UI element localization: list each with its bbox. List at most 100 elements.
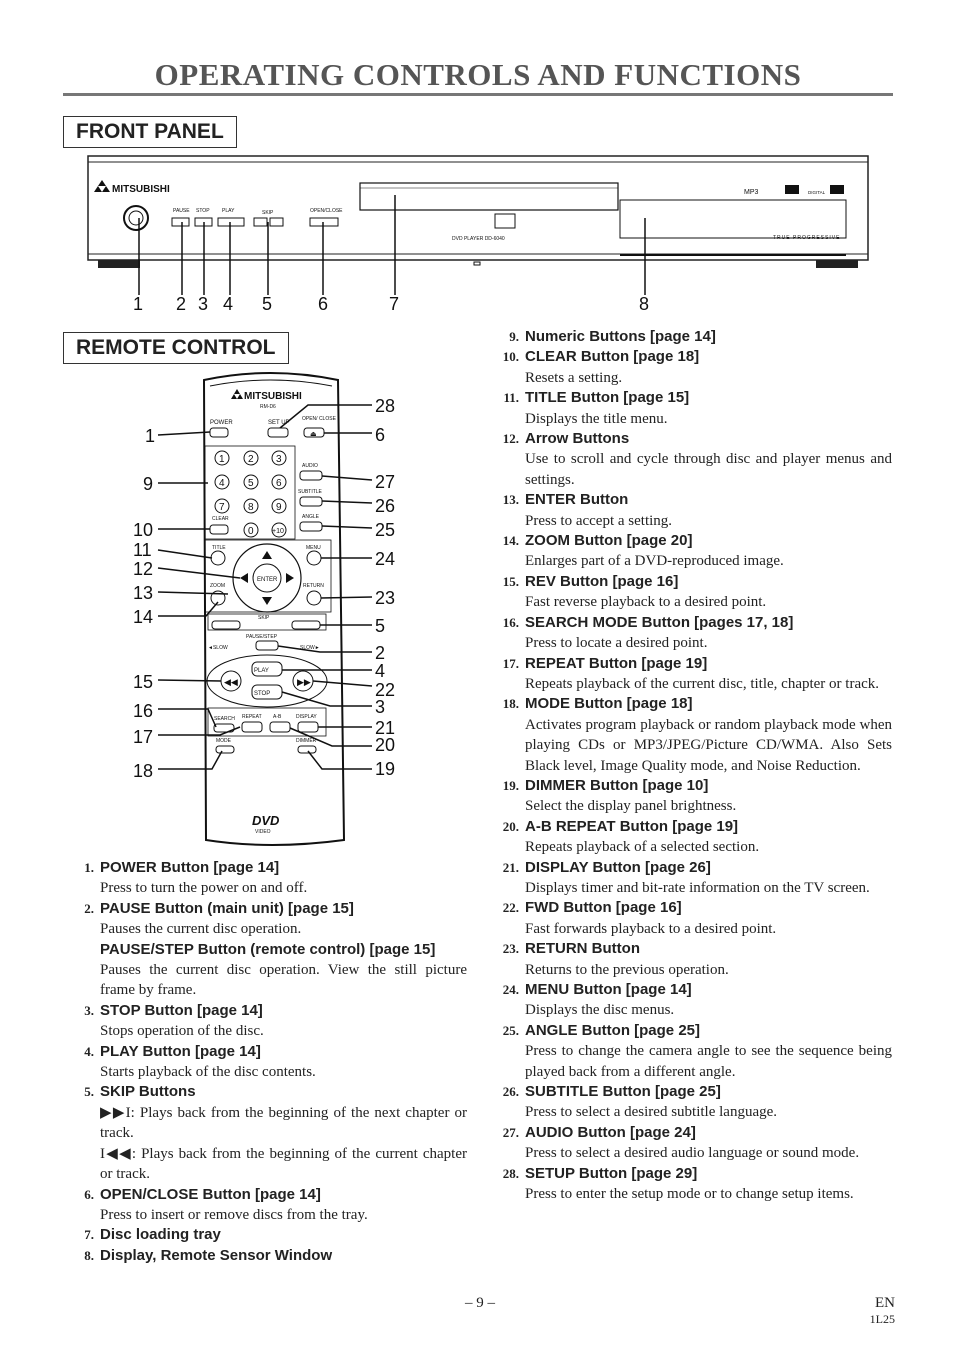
- remote-angle-button[interactable]: [299, 521, 323, 532]
- item-label: POWER Button [page 14]: [100, 859, 280, 876]
- digit-9: 9: [276, 502, 282, 513]
- plus10-button[interactable]: [271, 522, 287, 538]
- remote-dimmer-button[interactable]: [297, 745, 317, 754]
- item-number: 23.: [502, 941, 519, 957]
- remote-clear-button[interactable]: [209, 524, 229, 535]
- item-label: Disc loading tray: [100, 1226, 221, 1244]
- remote-search-button[interactable]: [213, 723, 235, 733]
- digit-2-button[interactable]: [243, 450, 259, 466]
- digit-9-button[interactable]: [271, 498, 287, 514]
- front-play-button[interactable]: [217, 217, 245, 227]
- slow-right-label: SLOW►: [300, 645, 320, 651]
- digit-6-button[interactable]: [271, 474, 287, 490]
- openclose-label: OPEN/ CLOSE: [302, 416, 337, 422]
- digit-7-button[interactable]: [214, 498, 230, 514]
- rc-callout-23: 23: [375, 588, 396, 608]
- page-number: – 9 –: [465, 1295, 495, 1311]
- remote-skip-next-button[interactable]: [291, 620, 321, 630]
- remote-display-button[interactable]: [297, 721, 319, 733]
- dolby-logo-icon: [830, 185, 844, 194]
- arrow-left-icon[interactable]: [240, 573, 248, 583]
- front-openclose-button[interactable]: [309, 217, 339, 227]
- rc-callout-26: 26: [375, 496, 396, 516]
- front-skip-back-button[interactable]: [253, 217, 268, 227]
- digit-4-button[interactable]: [214, 474, 230, 490]
- arrow-down-icon[interactable]: [262, 597, 272, 605]
- display-window: [619, 199, 847, 239]
- digit-8-button[interactable]: [243, 498, 259, 514]
- arrow-up-icon[interactable]: [262, 551, 272, 559]
- dvd-logo-icon: [494, 213, 516, 229]
- remote-subtitle-button[interactable]: [299, 496, 323, 507]
- front-skip-next-button[interactable]: [269, 217, 284, 227]
- digit-2: 2: [248, 454, 254, 465]
- remote-video-logo: VIDEO: [255, 829, 271, 835]
- remote-return-button[interactable]: [306, 590, 322, 606]
- digit-5-button[interactable]: [243, 474, 259, 490]
- item-number: 7.: [84, 1227, 94, 1243]
- front-pause-label: PAUSE: [173, 208, 190, 214]
- rc-callout-24: 24: [375, 549, 396, 569]
- remote-power-button[interactable]: [209, 427, 229, 438]
- item-number: 21.: [502, 859, 519, 875]
- item-number: 18.: [502, 696, 519, 712]
- item-number: 13.: [502, 492, 519, 508]
- digit-3-button[interactable]: [271, 450, 287, 466]
- slow-left-label: ◄SLOW: [208, 645, 228, 651]
- rc-callout-9: 9: [143, 474, 154, 494]
- item-label: PLAY Button [page 14]: [100, 1042, 261, 1060]
- rc-callout-5: 5: [375, 616, 386, 636]
- remote-audio-button[interactable]: [299, 470, 323, 481]
- front-openclose-label: OPEN/CLOSE: [310, 208, 343, 214]
- item-label: REV Button [page 16]: [525, 572, 679, 590]
- item-desc: Press to select a desired audio language…: [525, 1145, 860, 1162]
- enter-label: ENTER: [257, 577, 278, 583]
- audio-label: AUDIO: [302, 463, 318, 469]
- rc-callout-20: 20: [375, 735, 396, 755]
- arrow-right-icon[interactable]: [286, 573, 294, 583]
- fp-callout-4: 4: [223, 294, 234, 314]
- item-desc: Press to insert or remove discs from the…: [100, 1206, 368, 1223]
- remote-ab-button[interactable]: [269, 721, 291, 733]
- subtitle-label: SUBTITLE: [298, 489, 323, 495]
- list-item: 17.REPEAT Button [page 19]Repeats playba…: [487, 654, 892, 695]
- item-label: DIMMER Button [page 10]: [525, 776, 709, 794]
- remote-setup-button[interactable]: [267, 427, 289, 438]
- remote-play-button[interactable]: [251, 661, 283, 677]
- remote-mode-button[interactable]: [215, 745, 235, 754]
- rc-callout-16: 16: [133, 701, 154, 721]
- remote-skip-back-button[interactable]: [211, 620, 241, 630]
- remote-title-button[interactable]: [210, 550, 226, 566]
- item-label: SETUP Button [page 29]: [525, 1164, 698, 1182]
- item-number: 8.: [84, 1247, 94, 1263]
- display-label: DISPLAY: [296, 714, 317, 720]
- rc-callout-21: 21: [375, 718, 396, 738]
- rc-callout-28: 28: [375, 396, 396, 416]
- remote-model: RM-D6: [260, 404, 276, 410]
- list-item: 10.CLEAR Button [page 18]Resets a settin…: [487, 347, 892, 388]
- item-label: Display, Remote Sensor Window: [100, 1246, 333, 1264]
- list-item: 18.MODE Button [page 18]Activates progra…: [487, 694, 892, 776]
- list-item: 14.ZOOM Button [page 20]Enlarges part of…: [487, 531, 892, 572]
- language-code: EN: [875, 1295, 895, 1311]
- rc-callout-6: 6: [375, 425, 386, 445]
- digit-0-button[interactable]: [243, 522, 259, 538]
- item-number: 1.: [84, 860, 94, 875]
- item-label: FWD Button [page 16]: [525, 899, 682, 917]
- front-pause-button[interactable]: [171, 217, 190, 227]
- item-desc: Press to locate a desired point.: [525, 635, 708, 652]
- remote-menu-button[interactable]: [306, 550, 322, 566]
- remote-enter-button[interactable]: [252, 563, 282, 593]
- menu-label: MENU: [306, 545, 321, 551]
- item-label: TITLE Button [page 15]: [525, 389, 690, 407]
- digit-1-button[interactable]: [214, 450, 230, 466]
- remote-pause-step-button[interactable]: [255, 640, 279, 651]
- item-desc: Displays the disc menus.: [525, 1002, 675, 1019]
- digit-8: 8: [248, 502, 254, 513]
- item-number: 14.: [502, 533, 519, 549]
- list-item: 22.FWD Button [page 16]Fast forwards pla…: [487, 898, 892, 939]
- remote-repeat-button[interactable]: [241, 721, 263, 733]
- document-code: 1L25: [869, 1312, 895, 1326]
- item-number: 25.: [502, 1022, 519, 1038]
